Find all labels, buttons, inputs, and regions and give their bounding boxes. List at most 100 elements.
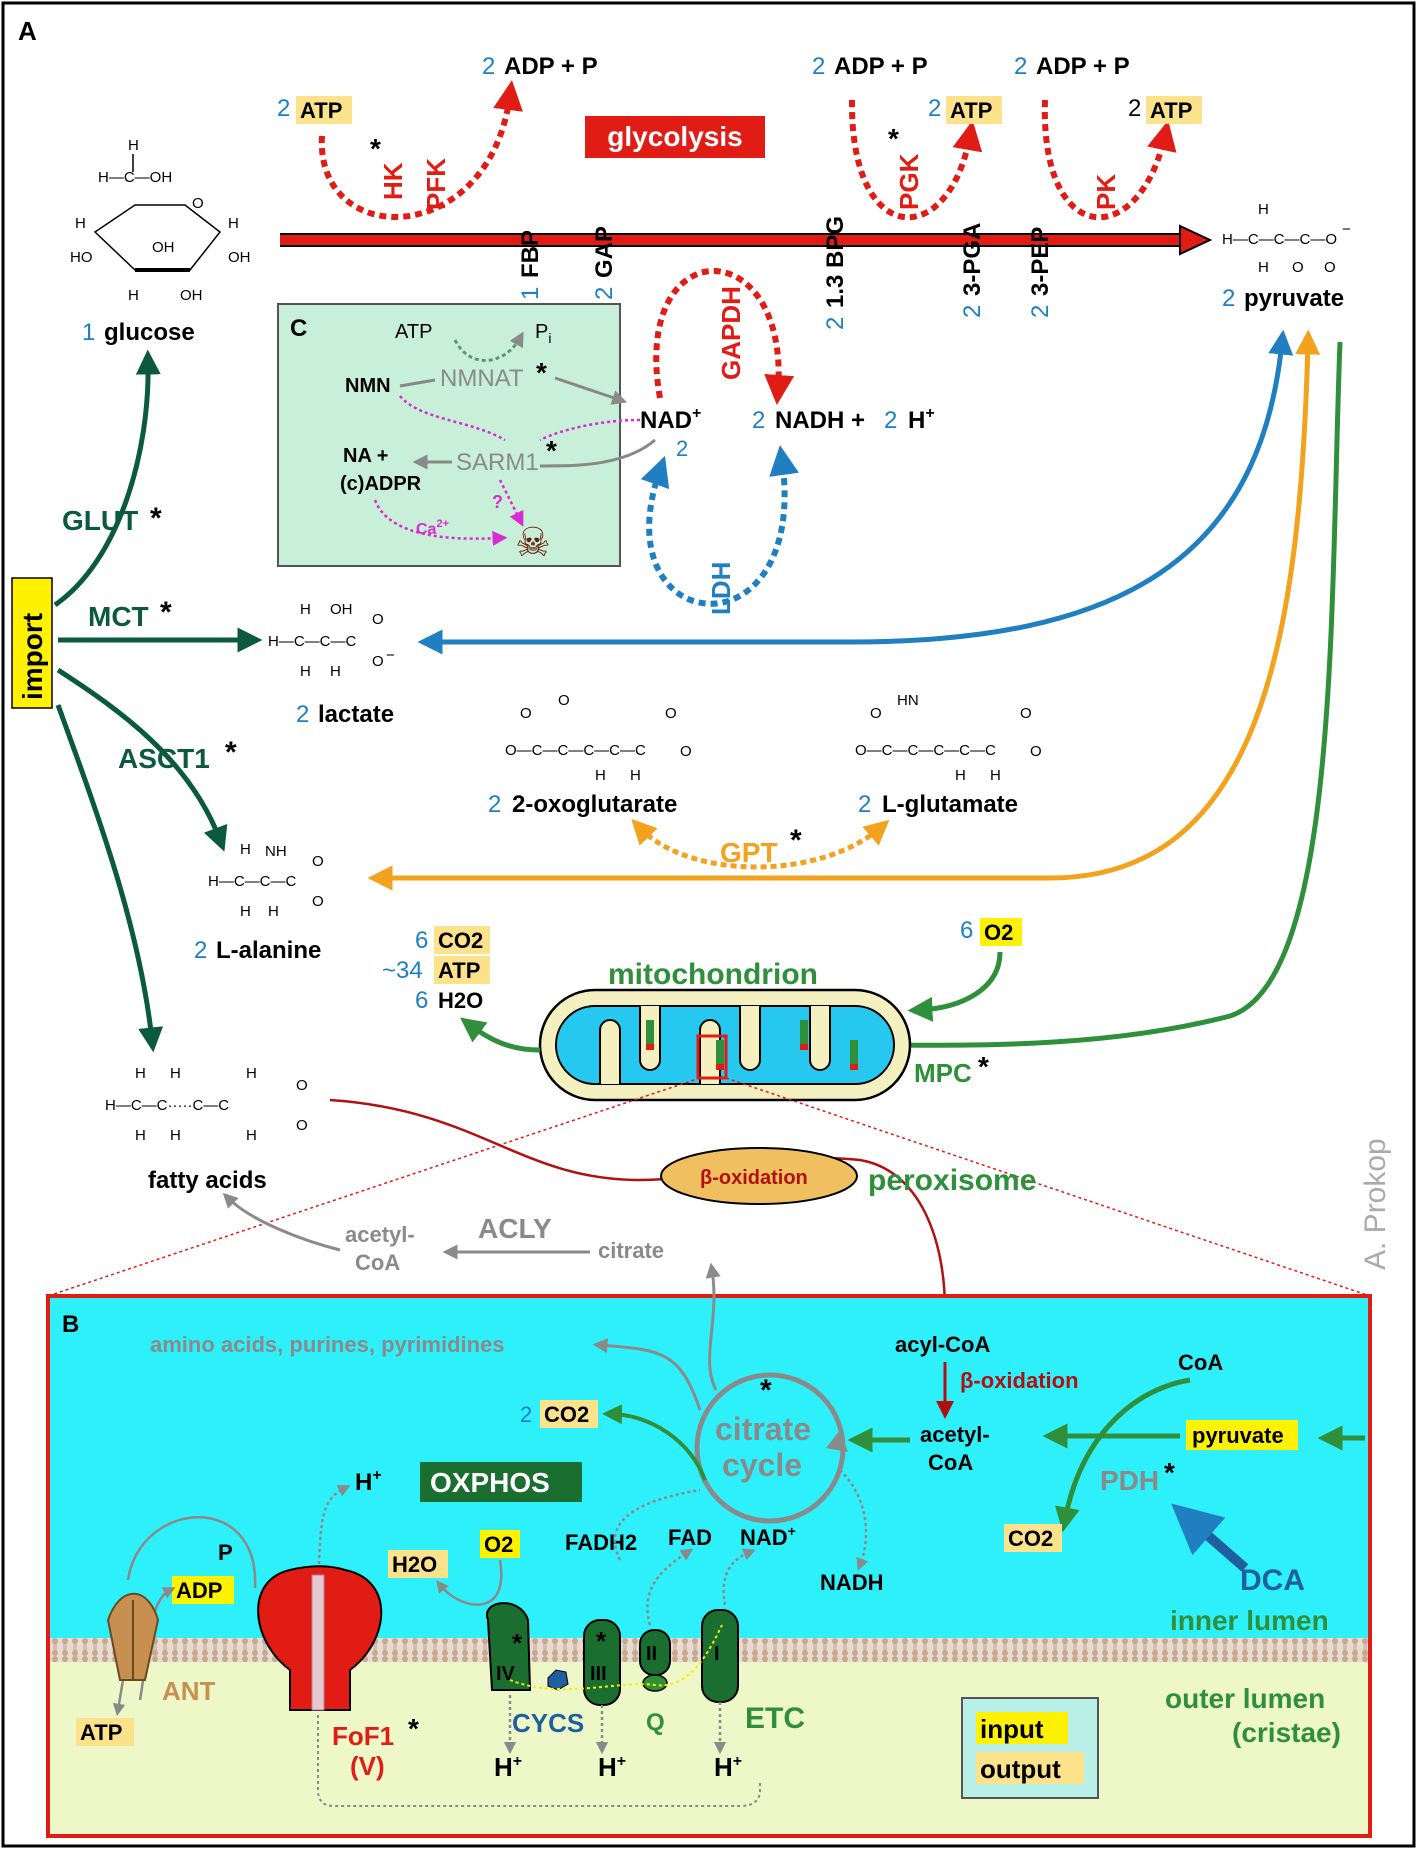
complex-i: I bbox=[714, 1643, 720, 1665]
acetylcoa-label2: CoA bbox=[928, 1450, 973, 1475]
asct1-label: ASCT1 bbox=[118, 743, 210, 774]
h-outer-2: H+ bbox=[598, 1752, 626, 1782]
peroxisome-label: peroxisome bbox=[868, 1164, 1036, 1197]
panel-label-a: A bbox=[18, 16, 37, 46]
b-co2-count: 2 bbox=[520, 1402, 532, 1427]
fad-label: FAD bbox=[668, 1525, 712, 1550]
acetyl-coa-out-label: acetyl- bbox=[345, 1222, 415, 1247]
o2-count: 6 bbox=[960, 917, 973, 944]
co2-label: CO2 bbox=[438, 928, 483, 953]
fbp-label: FBP bbox=[517, 230, 544, 278]
h-outer-3: H+ bbox=[714, 1752, 742, 1782]
h2o-label: H2O bbox=[438, 988, 483, 1013]
glycolysis-title-box bbox=[585, 116, 765, 158]
svg-text:H: H bbox=[135, 1127, 146, 1144]
h2o-count: 6 bbox=[415, 987, 428, 1014]
complex-iv-star: * bbox=[512, 1628, 523, 1658]
nad-count: 2 bbox=[676, 436, 688, 461]
svg-text:O: O bbox=[1324, 259, 1336, 276]
citrate-cycle-label1: citrate bbox=[715, 1411, 811, 1447]
h-count: 2 bbox=[884, 407, 897, 434]
svg-text:O: O bbox=[1020, 705, 1032, 722]
svg-text:OH: OH bbox=[330, 601, 353, 618]
atp-right: ATP bbox=[1150, 98, 1192, 123]
svg-text:H: H bbox=[170, 1127, 181, 1144]
svg-text:H—C—C—C: H—C—C—C bbox=[268, 633, 356, 650]
ant-label: ANT bbox=[162, 1676, 216, 1706]
bpg-label: 1.3 BPG bbox=[822, 216, 849, 308]
panel-label-c: C bbox=[290, 315, 307, 342]
atp-34-count: ~34 bbox=[382, 957, 423, 984]
b-pyruvate-label: pyruvate bbox=[1192, 1423, 1284, 1448]
b-h2o-box bbox=[388, 1550, 448, 1578]
svg-text:OH: OH bbox=[152, 239, 175, 256]
svg-text:H: H bbox=[128, 137, 139, 154]
svg-text:H—C—OH: H—C—OH bbox=[98, 169, 172, 186]
c-sarm1-star: * bbox=[546, 435, 557, 466]
citrate-cycle-label2: cycle bbox=[722, 1447, 802, 1483]
svg-text:H—C—C—C: H—C—C—C bbox=[208, 873, 296, 890]
cristae-label: (cristae) bbox=[1232, 1717, 1341, 1748]
b-adp-label: ADP bbox=[176, 1578, 222, 1603]
svg-text:H: H bbox=[595, 767, 606, 784]
gap-label: GAP bbox=[591, 226, 618, 278]
fatty-acids-label: fatty acids bbox=[148, 1167, 267, 1194]
b-pyruvate-box bbox=[1186, 1420, 1298, 1450]
alanine-count: 2 bbox=[194, 937, 207, 964]
q-label: Q bbox=[646, 1709, 665, 1736]
lactate-label: lactate bbox=[318, 701, 394, 728]
svg-text:H—C—C—C—O: H—C—C—C—O bbox=[1222, 231, 1337, 248]
atp-mid-box bbox=[946, 96, 1002, 124]
aminoacids-label: amino acids, purines, pyrimidines bbox=[150, 1332, 505, 1357]
pep-count: 2 bbox=[1027, 305, 1054, 318]
svg-text:O: O bbox=[680, 743, 692, 760]
svg-text:O: O bbox=[192, 195, 204, 212]
svg-text:O: O bbox=[312, 853, 324, 870]
citrate-out-label: citrate bbox=[598, 1238, 664, 1263]
legend: input output bbox=[961, 1697, 1099, 1799]
complex-ii: II bbox=[646, 1643, 657, 1665]
atp-right-count: 2 bbox=[1128, 95, 1141, 122]
mpc-label: MPC bbox=[914, 1058, 972, 1088]
fbp-count: 1 bbox=[517, 287, 544, 300]
c-nmnat: NMNAT bbox=[440, 365, 524, 392]
skull-icon: ☠ bbox=[515, 521, 551, 565]
pgk-star: * bbox=[888, 123, 899, 154]
svg-text:H: H bbox=[228, 215, 239, 232]
svg-text:O: O bbox=[372, 653, 384, 670]
svg-text:H: H bbox=[246, 1065, 257, 1082]
oxoglutarate-label: 2-oxoglutarate bbox=[512, 791, 677, 818]
svg-text:OH: OH bbox=[180, 287, 203, 304]
mitochondrion-title: mitochondrion bbox=[608, 958, 818, 991]
b-adp-box bbox=[172, 1576, 234, 1604]
atp-34-label: ATP bbox=[438, 958, 480, 983]
pk-label: PK bbox=[1091, 174, 1121, 210]
glycolysis-title: glycolysis bbox=[607, 121, 742, 152]
svg-text:H: H bbox=[268, 903, 279, 920]
svg-text:O: O bbox=[312, 893, 324, 910]
cycs-label: CYCS bbox=[512, 1708, 584, 1738]
pfk-label: PFK bbox=[421, 158, 451, 210]
complex-iii: III bbox=[590, 1663, 607, 1685]
gpt-star: * bbox=[790, 824, 802, 857]
svg-text:H: H bbox=[240, 903, 251, 920]
peroxisome-beta-ox: β-oxidation bbox=[700, 1167, 808, 1189]
c-nmnat-star: * bbox=[536, 357, 547, 388]
bpg-count: 2 bbox=[822, 317, 849, 330]
svg-text:H: H bbox=[135, 1065, 146, 1082]
b-atp-box bbox=[76, 1718, 134, 1746]
b-beta-ox: β-oxidation bbox=[960, 1368, 1079, 1393]
fof1-label: FoF1 bbox=[332, 1721, 394, 1751]
etc-complexes bbox=[485, 1602, 739, 1706]
svg-text:H: H bbox=[1258, 201, 1269, 218]
svg-text:H—C—C·····C—C: H—C—C·····C—C bbox=[105, 1097, 229, 1114]
co2-count: 6 bbox=[415, 927, 428, 954]
fadh2-label: FADH2 bbox=[565, 1530, 637, 1555]
b-coa-label: CoA bbox=[1178, 1350, 1223, 1375]
svg-text:O: O bbox=[1030, 743, 1042, 760]
svg-text:O: O bbox=[558, 692, 570, 709]
svg-text:H: H bbox=[330, 663, 341, 680]
c-question: ? bbox=[492, 492, 503, 512]
mpc-star: * bbox=[978, 1051, 989, 1082]
legend-output: output bbox=[980, 1754, 1061, 1784]
